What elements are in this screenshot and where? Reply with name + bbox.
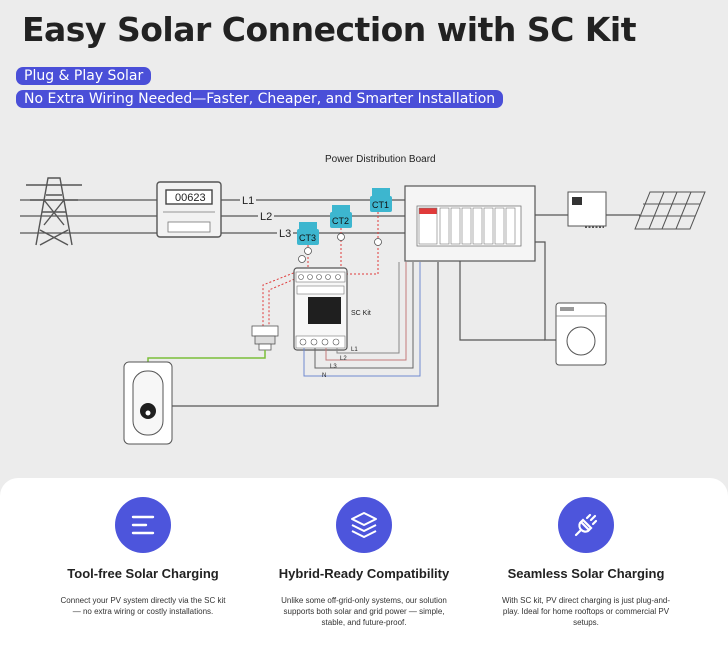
ct2-clamp (330, 205, 352, 228)
line-l3-label: L3 (279, 228, 291, 240)
wire-n-label: N (322, 373, 326, 379)
sc-kit-label: SC Kit (351, 310, 371, 317)
wire-l3-label: L3 (330, 364, 337, 370)
line-l2-label: L2 (260, 211, 272, 223)
energy-meter-icon (156, 181, 222, 238)
washing-machine-icon (555, 302, 607, 366)
meter-reading: 00623 (175, 192, 206, 204)
feature-title: Tool-free Solar Charging (67, 566, 219, 581)
connector-icon (251, 325, 279, 351)
feature-desc: Unlike some off-grid-only systems, our s… (281, 596, 447, 627)
feature-title: Hybrid-Ready Compatibility (278, 566, 450, 581)
line-l1-label: L1 (242, 195, 254, 207)
lines-icon (115, 497, 171, 553)
inverter-icon (567, 191, 607, 228)
feature-tool-free: Tool-free Solar Charging Connect your PV… (23, 478, 263, 618)
wiring-diagram: Power Distribution Board 00623 L1 L2 L3 … (20, 154, 706, 445)
page-title: Easy Solar Connection with SC Kit (22, 10, 636, 49)
feature-desc: Connect your PV system directly via the … (60, 596, 226, 616)
ct3-clamp (297, 222, 319, 245)
tag-no-wiring: No Extra Wiring Needed—Faster, Cheaper, … (16, 90, 504, 108)
ct3-label: CT3 (299, 233, 316, 243)
feature-hybrid: Hybrid-Ready Compatibility Unlike some o… (244, 478, 484, 628)
layers-icon (336, 497, 392, 553)
pylon-icon (26, 177, 82, 246)
ct2-label: CT2 (332, 216, 349, 226)
solar-panel-icon (634, 191, 706, 230)
feature-seamless: Seamless Solar Charging With SC kit, PV … (466, 478, 706, 628)
board-label: Power Distribution Board (325, 154, 436, 165)
feature-title: Seamless Solar Charging (507, 566, 665, 581)
sc-kit-icon (293, 267, 348, 351)
features-section: Tool-free Solar Charging Connect your PV… (0, 478, 728, 646)
wire-l2-label: L2 (340, 356, 347, 362)
distribution-board-icon (404, 185, 536, 262)
wire-l1-label: L1 (351, 347, 358, 353)
tag-plug-play: Plug & Play Solar (16, 67, 152, 85)
plug-icon (558, 497, 614, 553)
ct1-clamp (370, 188, 392, 212)
ev-charger-icon (123, 361, 173, 445)
ct1-label: CT1 (372, 200, 389, 210)
feature-desc: With SC kit, PV direct charging is just … (501, 596, 671, 627)
